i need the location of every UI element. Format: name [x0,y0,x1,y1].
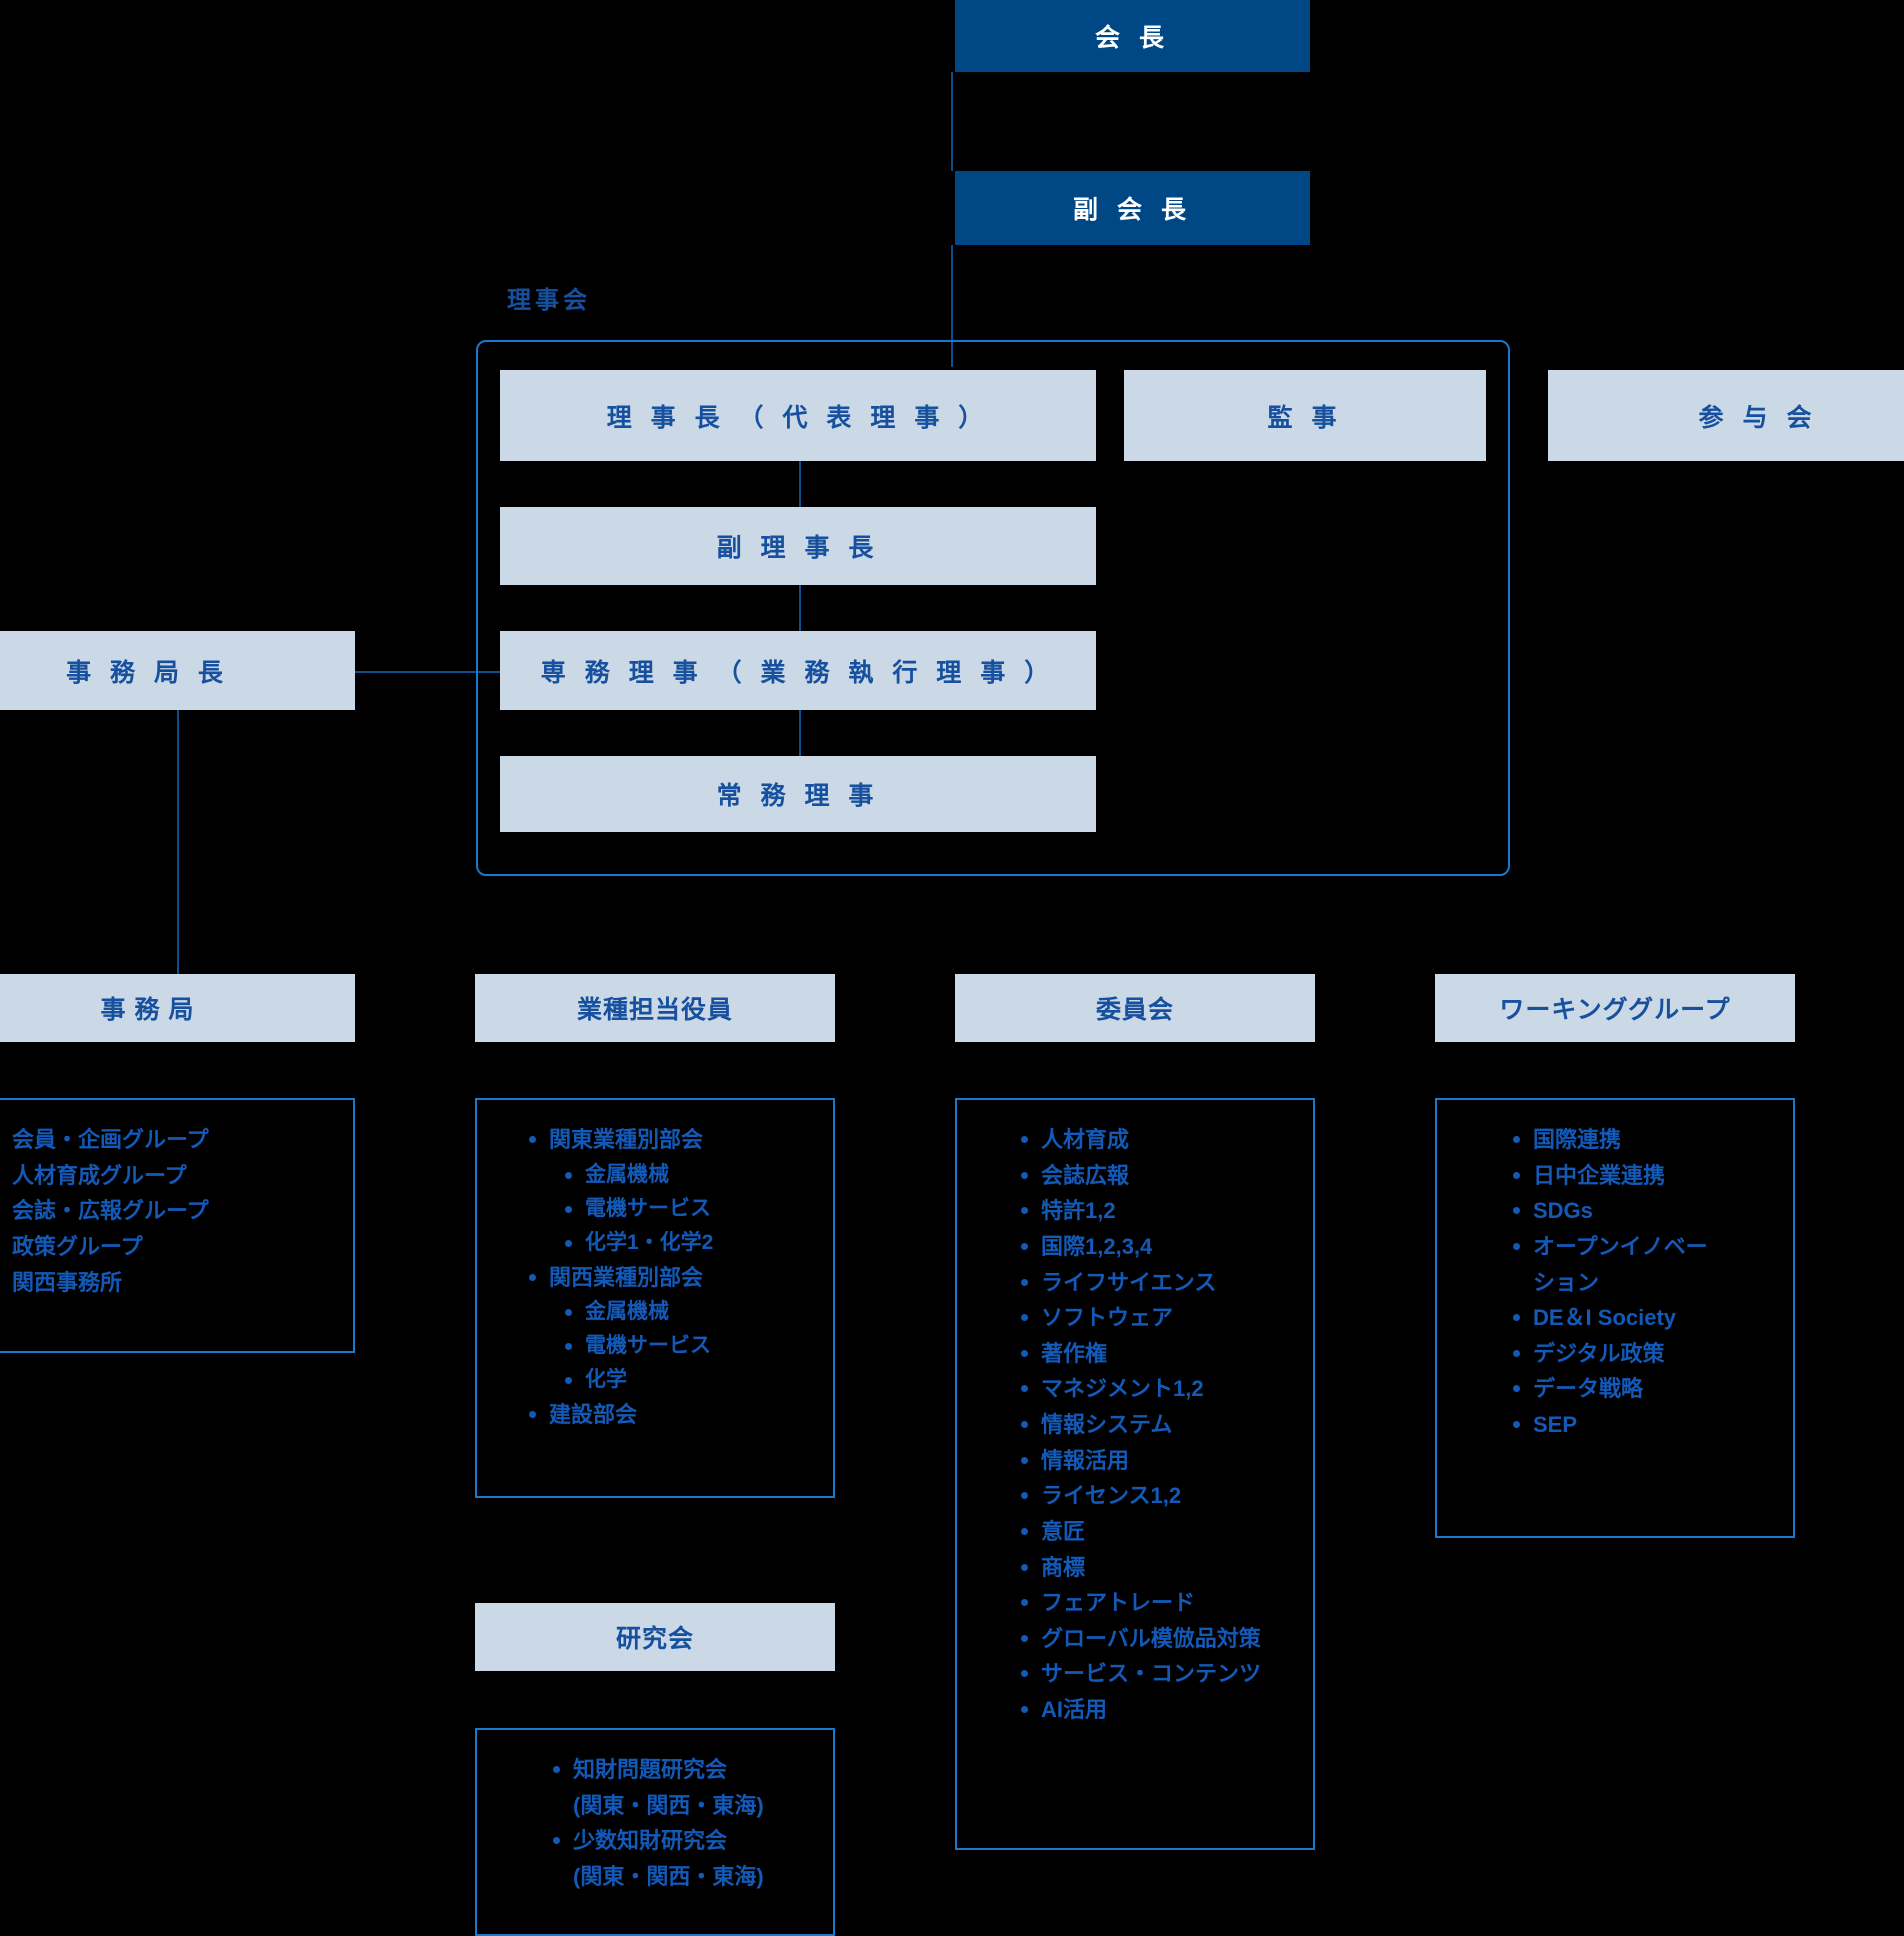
node-auditor[interactable]: 監 事 [1124,370,1486,461]
list-committees: 人材育成 会誌広報 特許1,2 国際1,2,3,4 ライフサイエンス ソフトウェ… [967,1122,1303,1728]
list-item[interactable]: マネジメント1,2 [1015,1371,1303,1407]
list-item[interactable]: 会誌広報 [1015,1158,1303,1194]
node-secretary-general[interactable]: 事 務 局 長 [0,631,355,710]
node-managing-director[interactable]: 常 務 理 事 [500,756,1096,832]
list-item[interactable]: 意匠 [1015,1514,1303,1550]
list-secretariat: 会員・企画グループ 人材育成グループ 会誌・広報グループ 政策グループ 関西事務… [0,1122,343,1300]
list-working-groups: 国際連携 日中企業連携 SDGs オープンイノベー ション DE＆I Socie… [1447,1122,1783,1443]
node-vice-president-label: 副 理 事 長 [716,534,880,562]
list-item[interactable]: ライセンス1,2 [1015,1478,1303,1514]
list-item-text: 知財問題研究会 [573,1757,728,1782]
connector-secretarygeneral-to-senior [355,671,500,673]
list-item-continuation: ション [1533,1269,1600,1295]
node-managing-director-label: 常 務 理 事 [716,782,880,810]
connector-secretarygeneral-to-secretariat [177,710,179,974]
section-header-working-groups[interactable]: ワーキンググループ [1435,974,1795,1042]
list-item[interactable]: 特許1,2 [1015,1193,1303,1229]
connector-president-to-vicepresident [799,461,801,507]
node-vice-chairman[interactable]: 副 会 長 [955,171,1310,245]
section-header-secretariat[interactable]: 事 務 局 [0,974,355,1042]
panel-working-groups: 国際連携 日中企業連携 SDGs オープンイノベー ション DE＆I Socie… [1435,1098,1795,1538]
list-item[interactable]: DE＆I Society [1507,1300,1783,1336]
section-header-working-groups-label: ワーキンググループ [1499,996,1731,1024]
node-advisory-council[interactable]: 参 与 会 [1548,370,1904,461]
board-group-container [476,340,1510,876]
connector-chairman-to-vice [951,72,953,171]
list-item[interactable]: 電機サービス [523,1192,823,1226]
list-item[interactable]: 会誌・広報グループ [0,1193,343,1229]
section-header-study-groups-label: 研究会 [615,1625,694,1653]
section-header-study-groups[interactable]: 研究会 [475,1603,835,1671]
list-item[interactable]: SEP [1507,1407,1783,1443]
list-item-text: 少数知財研究会 [573,1828,728,1854]
list-item[interactable]: 会員・企画グループ [0,1122,343,1158]
list-item[interactable]: 関東業種別部会 [523,1122,823,1158]
list-item[interactable]: ソフトウェア [1015,1300,1303,1336]
node-chairman[interactable]: 会 長 [955,0,1310,72]
list-item[interactable]: 化学 [523,1363,823,1397]
list-item[interactable]: 関西業種別部会 [523,1260,823,1296]
list-item[interactable]: 国際連携 [1507,1122,1783,1158]
panel-industry-officers: 関東業種別部会 金属機械 電機サービス 化学1・化学2 関西業種別部会 金属機械… [475,1098,835,1498]
list-item[interactable]: 関西事務所 [0,1265,343,1301]
list-item[interactable]: オープンイノベー ション [1507,1229,1783,1300]
list-item-continuation: (関東・関西・東海) [573,1792,764,1818]
list-item[interactable]: グローバル模倣品対策 [1015,1621,1303,1657]
list-item[interactable]: 金属機械 [523,1295,823,1329]
section-header-secretariat-label: 事 務 局 [100,996,195,1024]
node-chairman-label: 会 長 [1095,24,1170,52]
section-header-industry-officers-label: 業種担当役員 [576,996,733,1024]
node-secretary-general-label: 事 務 局 長 [66,658,229,687]
list-item-continuation: (関東・関西・東海) [573,1863,764,1889]
list-item[interactable]: デジタル政策 [1507,1336,1783,1372]
connector-vicepresident-to-senior [799,585,801,631]
section-header-committees-label: 委員会 [1095,996,1174,1024]
node-president-label: 理 事 長 （ 代 表 理 事 ） [606,403,990,432]
node-advisory-council-label: 参 与 会 [1698,403,1818,432]
list-item[interactable]: 人材育成グループ [0,1158,343,1194]
list-item[interactable]: 知財問題研究会 (関東・関西・東海) [547,1752,823,1823]
node-auditor-label: 監 事 [1267,403,1343,432]
section-header-committees[interactable]: 委員会 [955,974,1315,1042]
list-item[interactable]: AI活用 [1015,1692,1303,1728]
connector-senior-to-managing [799,710,801,756]
list-item[interactable]: データ戦略 [1507,1371,1783,1407]
list-item[interactable]: SDGs [1507,1193,1783,1229]
list-item[interactable]: 情報活用 [1015,1443,1303,1479]
node-vice-chairman-label: 副 会 長 [1073,196,1192,224]
panel-secretariat: 会員・企画グループ 人材育成グループ 会誌・広報グループ 政策グループ 関西事務… [0,1098,355,1353]
list-item[interactable]: 金属機械 [523,1158,823,1192]
list-item[interactable]: 著作権 [1015,1336,1303,1372]
list-item[interactable]: ライフサイエンス [1015,1265,1303,1301]
section-header-industry-officers[interactable]: 業種担当役員 [475,974,835,1042]
board-group-label: 理事会 [507,287,591,314]
node-vice-president[interactable]: 副 理 事 長 [500,507,1096,585]
list-item[interactable]: 政策グループ [0,1229,343,1265]
list-item[interactable]: 電機サービス [523,1329,823,1363]
list-item-text: オープンイノベー [1533,1233,1708,1259]
list-item[interactable]: 化学1・化学2 [523,1226,823,1260]
list-item[interactable]: フェアトレード [1015,1585,1303,1621]
list-item[interactable]: 人材育成 [1015,1122,1303,1158]
list-item[interactable]: 建設部会 [523,1397,823,1433]
list-study-groups: 知財問題研究会 (関東・関西・東海) 少数知財研究会 (関東・関西・東海) [487,1752,823,1895]
node-president[interactable]: 理 事 長 （ 代 表 理 事 ） [500,370,1096,461]
node-senior-director-label: 専 務 理 事 （ 業 務 執 行 理 事 ） [540,658,1056,687]
panel-committees: 人材育成 会誌広報 特許1,2 国際1,2,3,4 ライフサイエンス ソフトウェ… [955,1098,1315,1850]
list-item[interactable]: 情報システム [1015,1407,1303,1443]
list-item[interactable]: 少数知財研究会 (関東・関西・東海) [547,1823,823,1894]
list-item[interactable]: 国際1,2,3,4 [1015,1229,1303,1265]
node-senior-director[interactable]: 専 務 理 事 （ 業 務 執 行 理 事 ） [500,631,1096,710]
list-item[interactable]: サービス・コンテンツ [1015,1656,1303,1692]
connector-vice-to-board [951,245,953,367]
list-item[interactable]: 商標 [1015,1550,1303,1586]
list-item[interactable]: 日中企業連携 [1507,1158,1783,1194]
panel-study-groups: 知財問題研究会 (関東・関西・東海) 少数知財研究会 (関東・関西・東海) [475,1728,835,1936]
list-industry-officers: 関東業種別部会 金属機械 電機サービス 化学1・化学2 関西業種別部会 金属機械… [487,1122,823,1433]
